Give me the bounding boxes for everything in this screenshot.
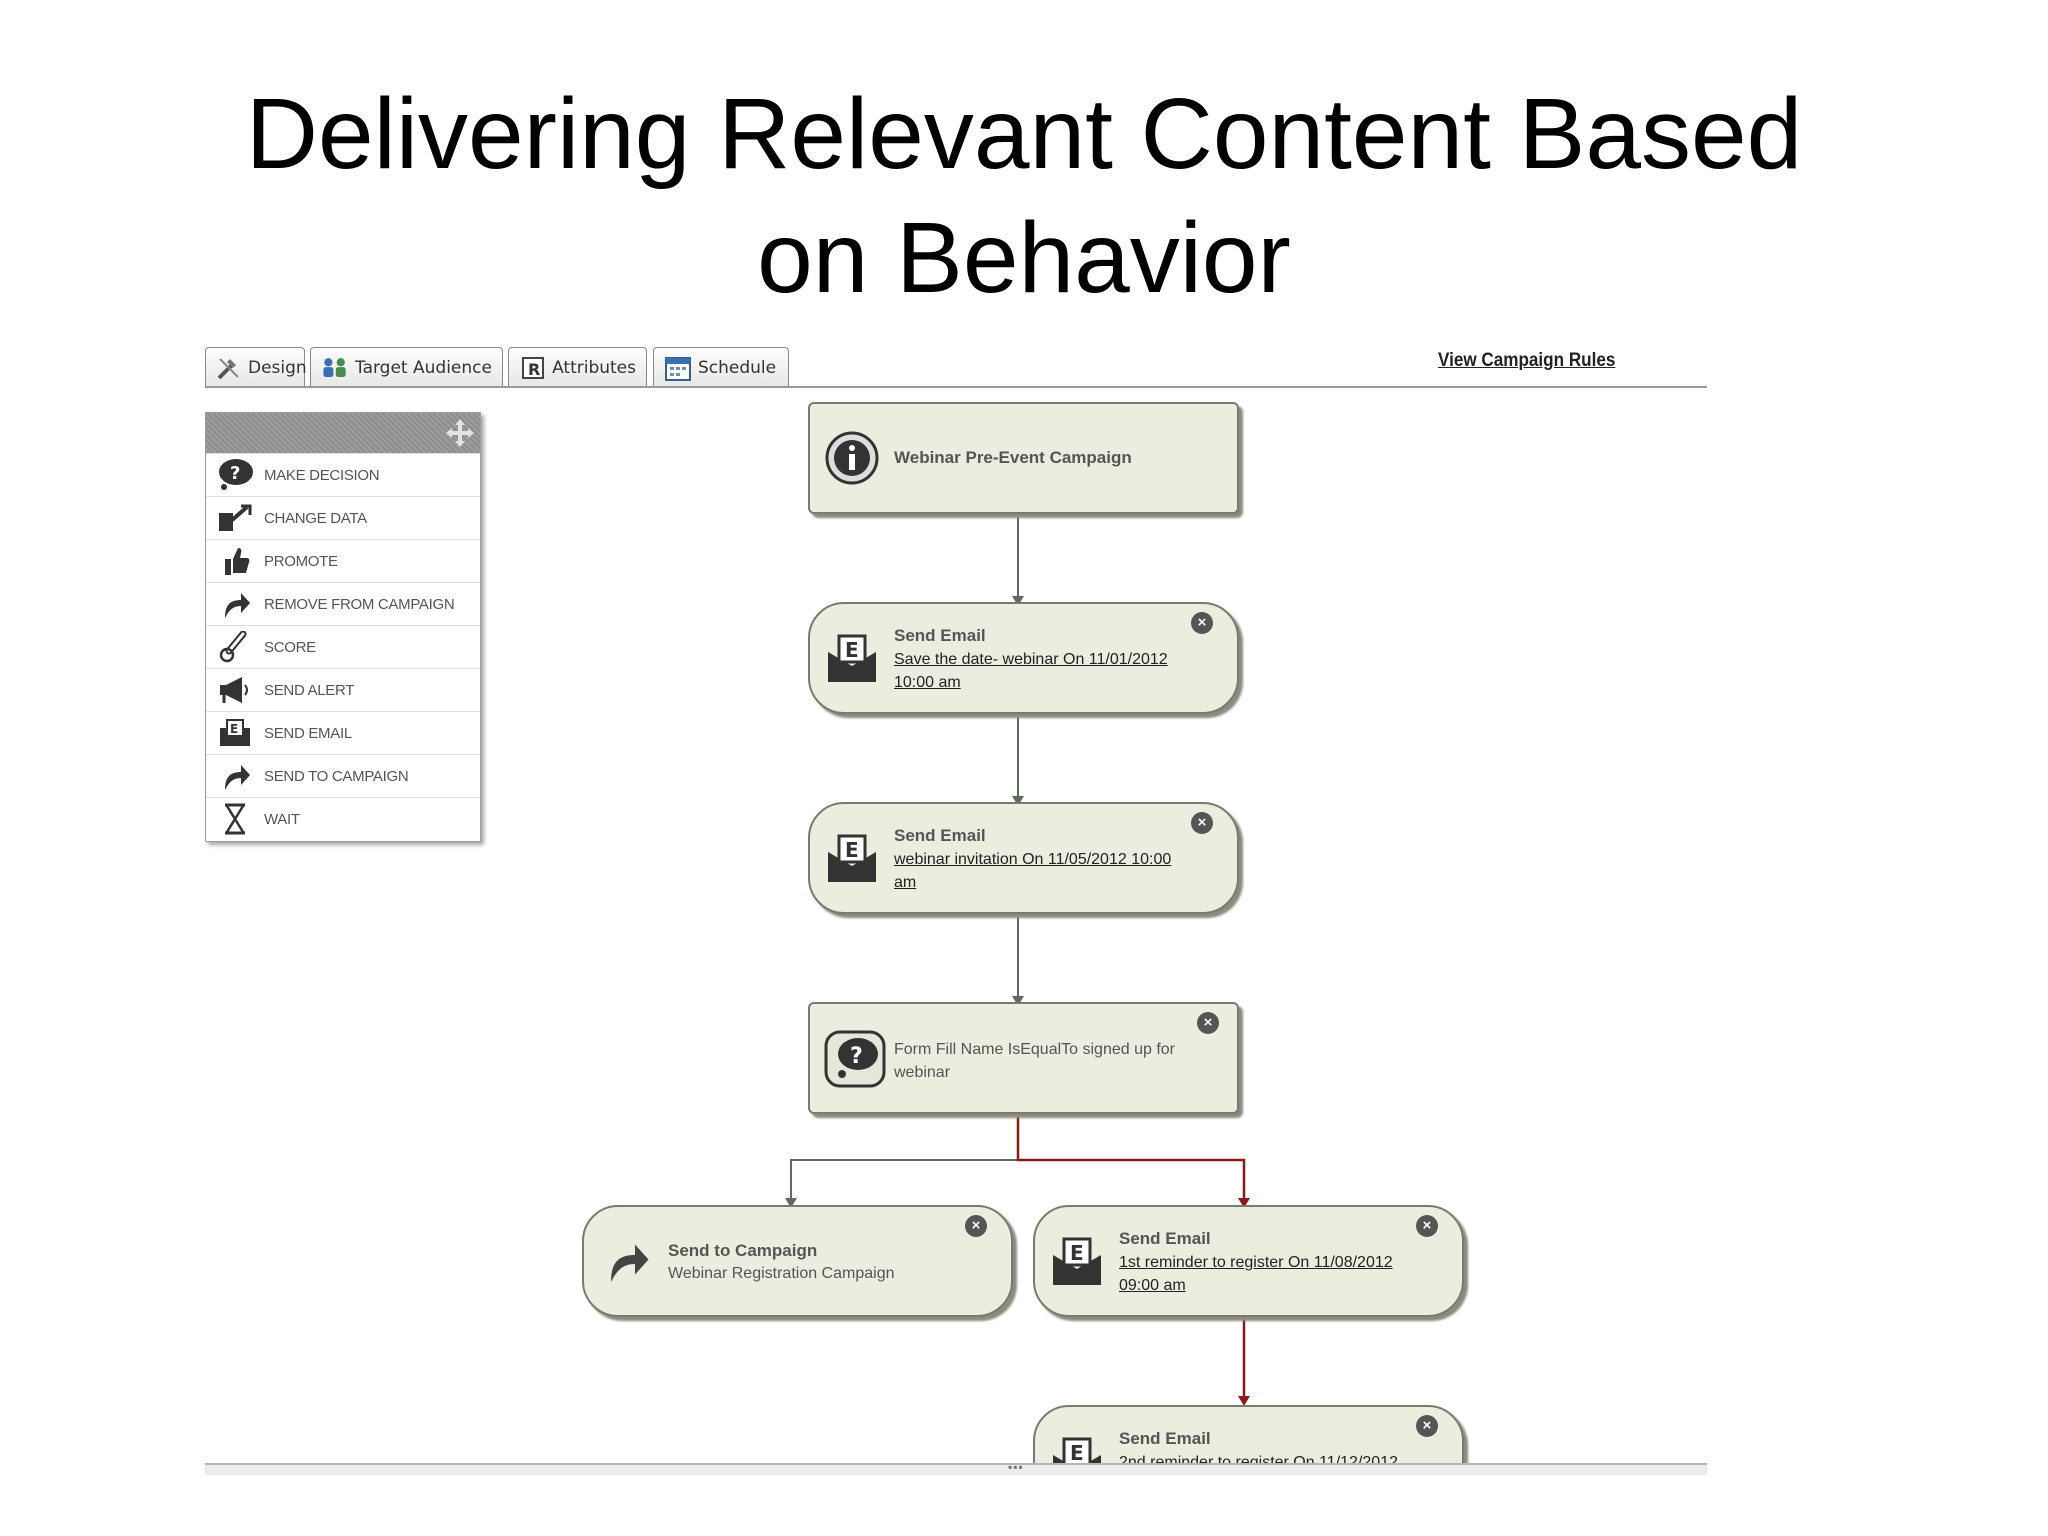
view-campaign-rules-link[interactable]: View Campaign Rules <box>1438 350 1616 371</box>
tab-attributes-label: Attributes <box>552 357 636 378</box>
palette-item-promote[interactable]: PROMOTE <box>206 539 480 582</box>
palette-item-label: SEND TO CAMPAIGN <box>264 767 409 785</box>
palette-item-label: WAIT <box>264 810 300 828</box>
tab-attributes[interactable]: R Attributes <box>508 347 647 387</box>
tab-schedule[interactable]: Schedule <box>653 347 789 387</box>
email-icon: E <box>1049 1233 1105 1289</box>
megaphone-icon <box>206 670 264 710</box>
connector-decision-yes <box>790 1117 1019 1202</box>
svg-text:R: R <box>528 360 540 379</box>
email-icon: E <box>824 630 880 686</box>
curved-arrow-icon <box>206 756 264 796</box>
flow-node-title: Send Email <box>1119 1229 1211 1248</box>
flow-node-title: Send Email <box>894 626 986 645</box>
close-icon[interactable]: × <box>1191 612 1213 634</box>
svg-text:E: E <box>230 722 238 736</box>
thermometer-icon <box>206 627 264 667</box>
flow-node-send-email-1[interactable]: E × Send Email Save the date- webinar On… <box>808 602 1239 714</box>
svg-text:?: ? <box>230 463 240 484</box>
thumbs-up-icon <box>206 541 264 581</box>
svg-text:?: ? <box>850 1044 863 1069</box>
campaign-name: Webinar Registration Campaign <box>668 1265 895 1282</box>
question-bubble-icon: ? <box>206 455 264 495</box>
decision-rule-text: Form Fill Name IsEqualTo signed up for w… <box>894 1041 1175 1081</box>
flow-node-title: Send Email <box>1119 1429 1211 1448</box>
close-icon[interactable]: × <box>965 1215 987 1237</box>
resize-grip-icon[interactable]: ▪▪▪ <box>1008 1460 1024 1474</box>
flow-node-title: Webinar Pre-Event Campaign <box>894 448 1132 467</box>
email-icon: E <box>206 713 264 753</box>
tab-schedule-label: Schedule <box>698 357 777 378</box>
email-link[interactable]: Save the date- webinar On 11/01/2012 10:… <box>894 651 1168 691</box>
palette-item-label: CHANGE DATA <box>264 509 367 527</box>
calendar-icon <box>664 354 692 382</box>
close-icon[interactable]: × <box>1416 1415 1438 1437</box>
slide-title-line-1: Delivering Relevant Content Based <box>245 78 1803 190</box>
flow-node-send-to-campaign[interactable]: × Send to Campaign Webinar Registration … <box>582 1205 1013 1317</box>
palette-item-label: SEND ALERT <box>264 681 355 699</box>
tab-target-audience-label: Target Audience <box>355 357 492 378</box>
palette-item-wait[interactable]: WAIT <box>206 797 480 840</box>
curved-arrow-icon <box>602 1237 658 1293</box>
palette-item-score[interactable]: SCORE <box>206 625 480 668</box>
email-icon: E <box>1049 1433 1105 1463</box>
flow-node-send-email-3[interactable]: E × Send Email 1st reminder to register … <box>1033 1205 1464 1317</box>
attributes-icon: R <box>519 354 546 382</box>
svg-text:E: E <box>845 838 859 862</box>
people-icon <box>321 354 349 382</box>
info-icon <box>824 430 880 486</box>
palette-item-label: SEND EMAIL <box>264 724 352 742</box>
close-icon[interactable]: × <box>1191 812 1213 834</box>
palette-item-remove-from-campaign[interactable]: REMOVE FROM CAMPAIGN <box>206 582 480 625</box>
palette-item-make-decision[interactable]: ? MAKE DECISION <box>206 453 480 496</box>
canvas-resize-bar[interactable] <box>205 1463 1707 1475</box>
action-palette: ? MAKE DECISION CHANGE DATA PROMOTE REMO… <box>205 412 481 842</box>
curved-arrow-icon <box>206 584 264 624</box>
email-link[interactable]: 2nd reminder to register On 11/12/2012 <box>1119 1454 1398 1463</box>
palette-item-send-to-campaign[interactable]: SEND TO CAMPAIGN <box>206 754 480 797</box>
svg-text:E: E <box>845 638 859 662</box>
svg-text:E: E <box>1070 1241 1084 1265</box>
question-bubble-icon: ? <box>824 1030 886 1088</box>
hourglass-icon <box>206 799 264 839</box>
email-icon: E <box>824 830 880 886</box>
palette-drag-handle[interactable] <box>206 413 480 453</box>
tab-design[interactable]: Design <box>205 347 307 387</box>
tab-target-audience[interactable]: Target Audience <box>310 347 503 387</box>
palette-item-label: PROMOTE <box>264 552 338 570</box>
palette-item-send-email[interactable]: E SEND EMAIL <box>206 711 480 754</box>
close-icon[interactable]: × <box>1416 1215 1438 1237</box>
email-link[interactable]: webinar invitation On 11/05/2012 10:00 a… <box>894 851 1172 891</box>
palette-item-label: MAKE DECISION <box>264 466 380 484</box>
change-data-icon <box>206 498 264 538</box>
email-link[interactable]: 1st reminder to register On 11/08/2012 0… <box>1119 1254 1393 1294</box>
slide-title: Delivering Relevant Content Based on Beh… <box>0 72 2048 320</box>
connector-decision-no <box>1016 1117 1246 1202</box>
tools-icon <box>216 354 242 382</box>
flow-node-decision[interactable]: ? × Form Fill Name IsEqualTo signed up f… <box>808 1002 1239 1114</box>
flow-node-title: Send to Campaign <box>668 1241 818 1260</box>
palette-item-send-alert[interactable]: SEND ALERT <box>206 668 480 711</box>
tab-bar-divider <box>205 386 1707 388</box>
palette-item-label: REMOVE FROM CAMPAIGN <box>264 595 455 613</box>
flow-viewport-clip: E × Send Email 2nd reminder to register … <box>1020 1395 1480 1463</box>
palette-item-label: SCORE <box>264 638 316 656</box>
slide-title-line-2: on Behavior <box>757 202 1291 314</box>
flow-node-send-email-2[interactable]: E × Send Email webinar invitation On 11/… <box>808 802 1239 914</box>
flow-node-start[interactable]: Webinar Pre-Event Campaign <box>808 402 1239 514</box>
flow-node-send-email-4[interactable]: E × Send Email 2nd reminder to register … <box>1033 1405 1464 1463</box>
move-icon <box>444 417 476 449</box>
palette-item-change-data[interactable]: CHANGE DATA <box>206 496 480 539</box>
flow-node-title: Send Email <box>894 826 986 845</box>
svg-text:E: E <box>1070 1441 1084 1463</box>
close-icon[interactable]: × <box>1197 1012 1219 1034</box>
tab-design-label: Design <box>248 357 307 378</box>
